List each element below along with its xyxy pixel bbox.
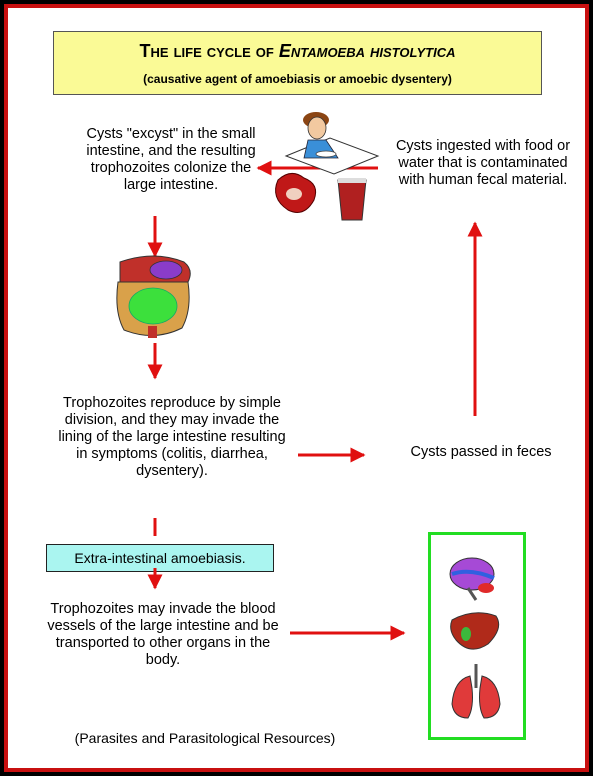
- diagram-graphics: [116, 112, 501, 719]
- title-species: Entamoeba histolytica: [278, 41, 456, 61]
- drink-icon: [337, 178, 367, 221]
- title-prefix: The life cycle of: [139, 41, 279, 61]
- liver-icon: [450, 612, 500, 650]
- step-excyst-text: Cysts "excyst" in the small intestine, a…: [86, 126, 256, 193]
- lungs-icon: [451, 664, 501, 719]
- step-reproduce-text: Trophozoites reproduce by simple divisio…: [58, 395, 286, 479]
- extra-intestinal-label: Extra-intestinal amoebiasis.: [46, 544, 274, 572]
- step-passed-text: Cysts passed in feces: [410, 444, 552, 460]
- diagram-title: The life cycle of Entamoeba histolytica: [54, 41, 541, 62]
- steak-icon: [275, 173, 317, 213]
- step-ingested-text: Cysts ingested with food or water that i…: [395, 138, 571, 188]
- title-box: The life cycle of Entamoeba histolytica …: [53, 31, 542, 95]
- diagram-frame: The life cycle of Entamoeba histolytica …: [4, 4, 589, 772]
- credit-text: (Parasites and Parasitological Resources…: [74, 730, 336, 746]
- organ-box: [428, 532, 526, 740]
- step-invade-text: Trophozoites may invade the blood vessel…: [47, 601, 279, 668]
- diagram-subtitle: (causative agent of amoebiasis or amoebi…: [143, 72, 452, 86]
- intestine-icon: [116, 255, 191, 338]
- person-eating-icon: [284, 112, 380, 175]
- brain-icon: [449, 557, 495, 601]
